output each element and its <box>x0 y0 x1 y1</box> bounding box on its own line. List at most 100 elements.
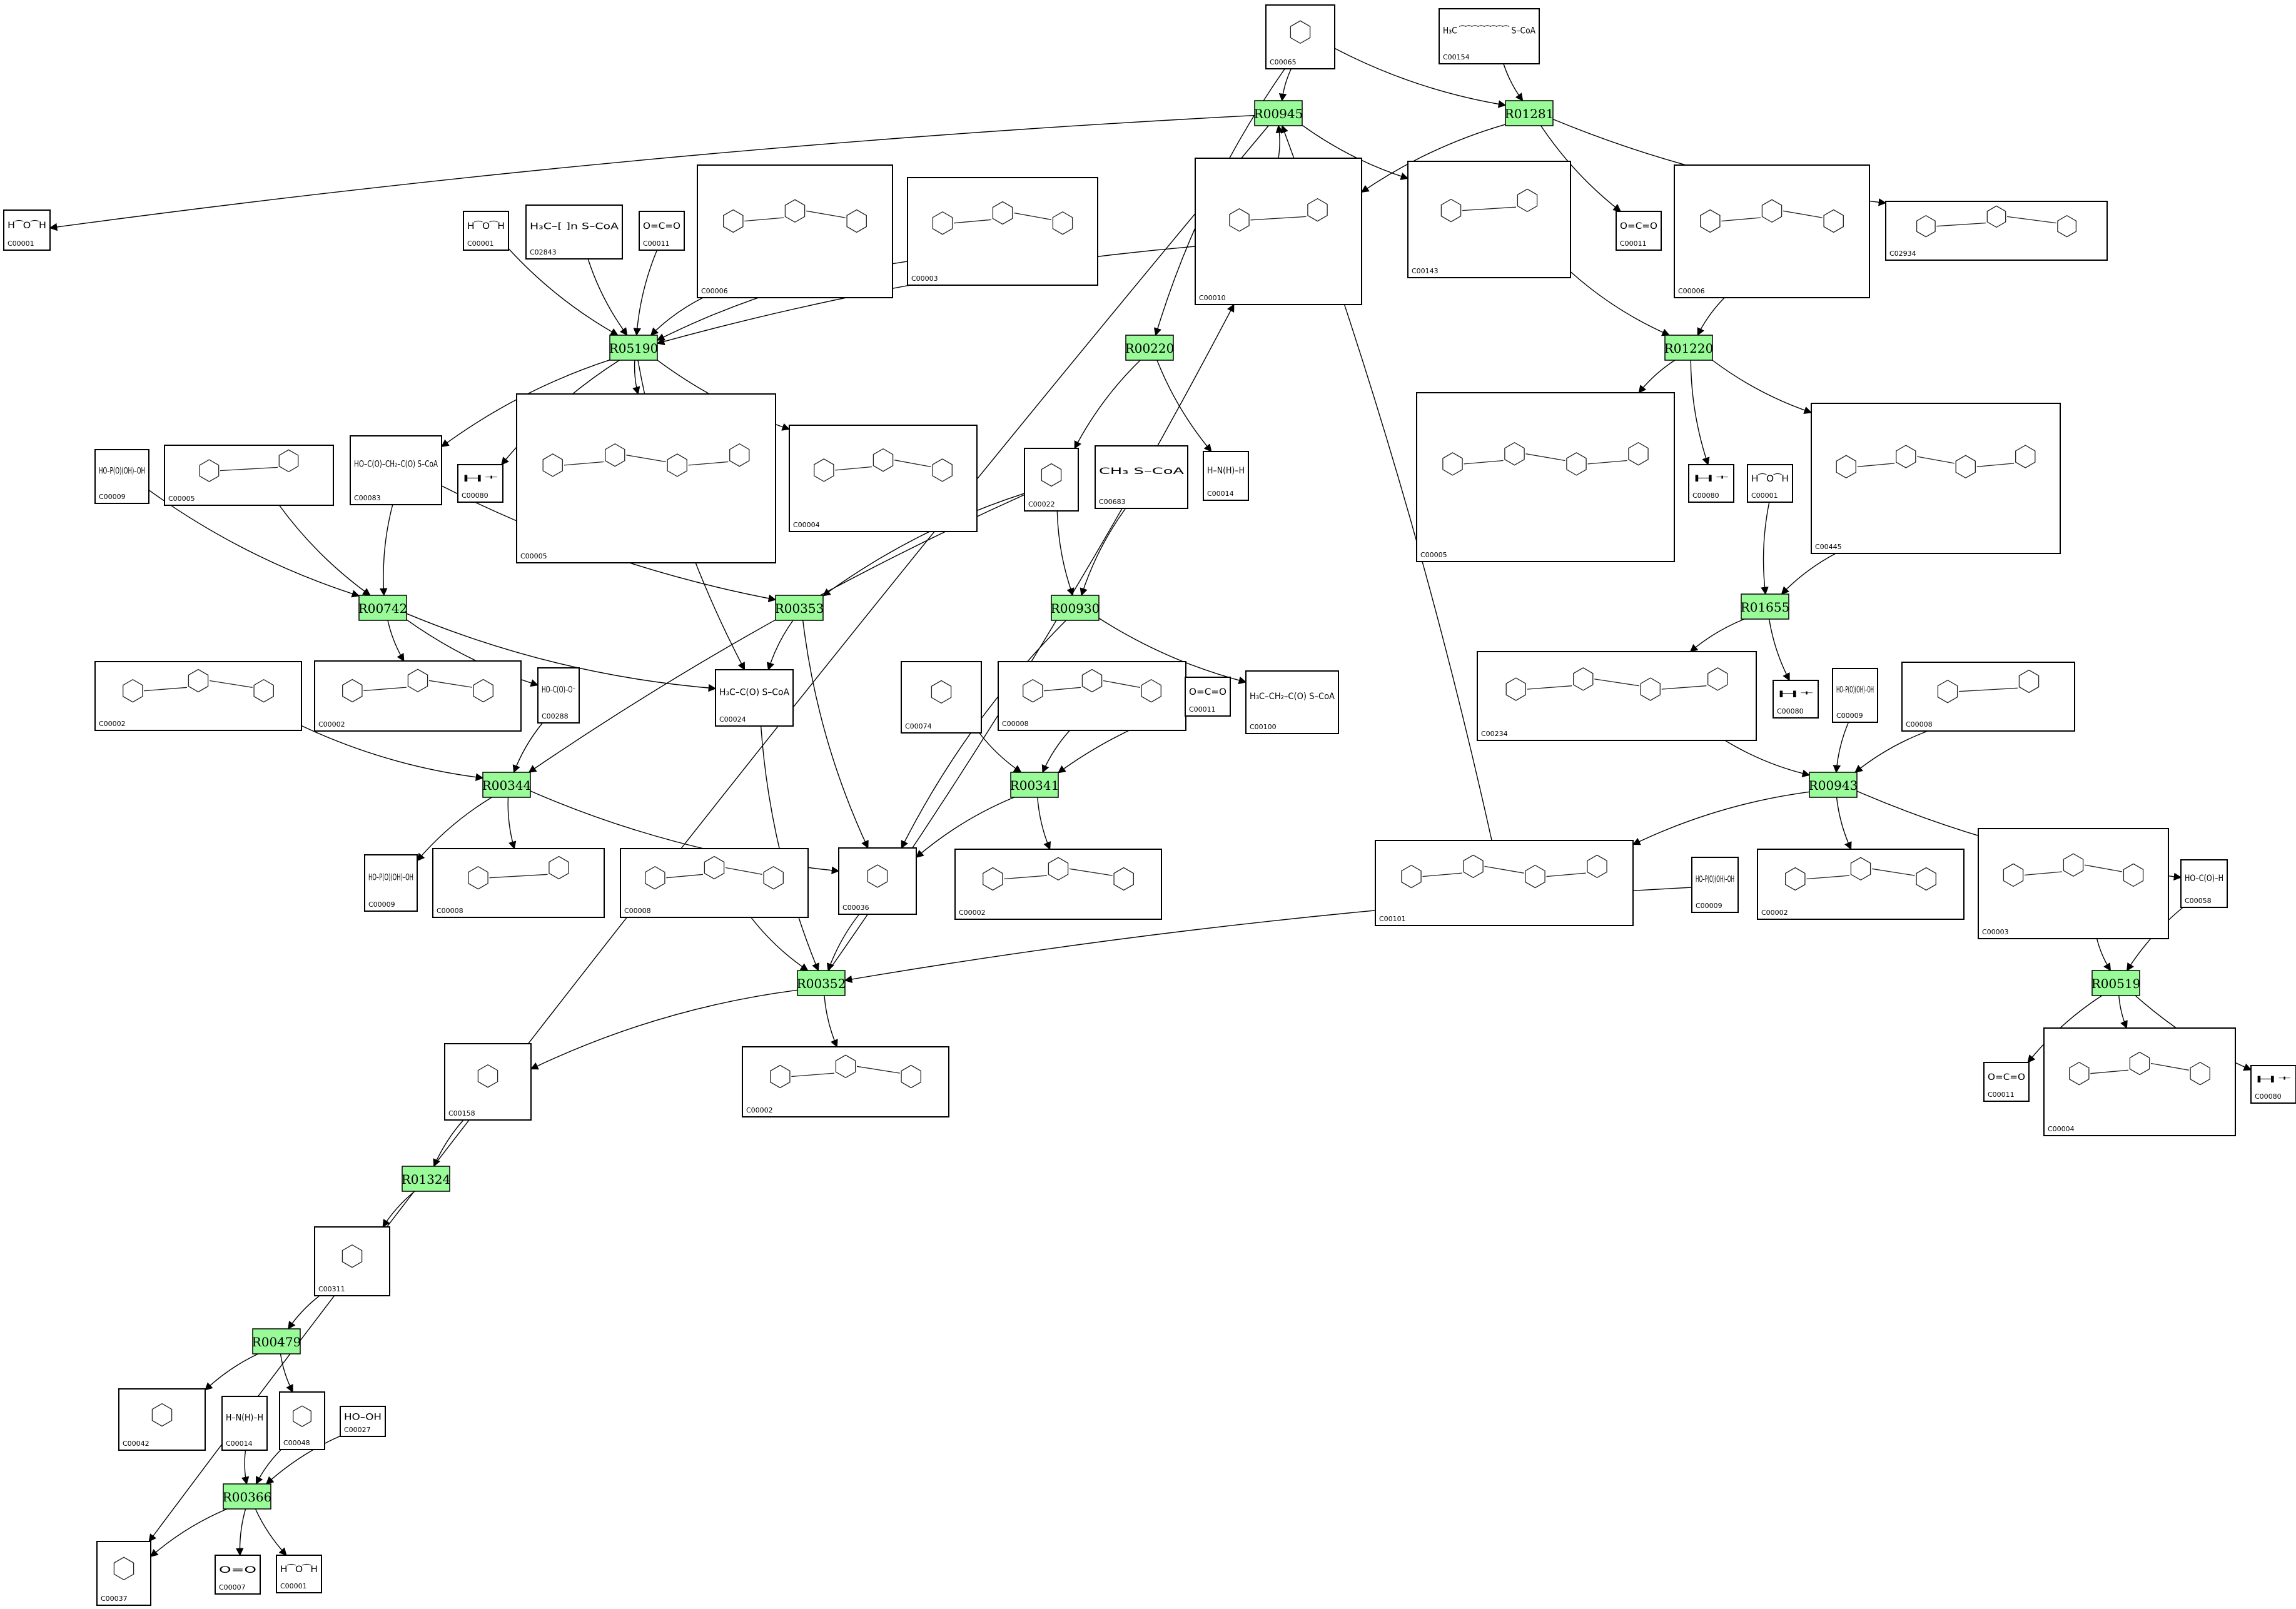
reaction-r00353[interactable]: R00353 <box>775 595 824 621</box>
compound-id: C00036 <box>842 904 869 912</box>
edge-c00011a-r05190 <box>633 250 658 336</box>
compound-c00010[interactable]: C00010 <box>1195 158 1362 305</box>
edge-c00010-r00945 <box>1275 124 1284 159</box>
compound-c00004a[interactable]: C00004 <box>789 425 978 532</box>
compound-box <box>1978 828 2169 939</box>
compound-box <box>432 848 605 918</box>
compound-c00008a[interactable]: C00008 <box>998 661 1186 731</box>
reaction-r00220[interactable]: R00220 <box>1125 335 1175 361</box>
compound-c00143[interactable]: C00143 <box>1407 161 1571 278</box>
compound-box <box>118 1388 206 1451</box>
structure-sketch <box>1440 188 1538 223</box>
reaction-r01324[interactable]: R01324 <box>402 1166 451 1192</box>
compound-id: C00002 <box>318 720 345 729</box>
compound-c00288[interactable]: HO–C(O)–O⁻C00288 <box>537 667 580 724</box>
edge-c00158-r01324 <box>433 1119 464 1168</box>
compound-c00311[interactable]: C00311 <box>314 1226 390 1296</box>
compound-c00101[interactable]: C00101 <box>1375 840 1634 926</box>
compound-id: C00008 <box>624 907 651 915</box>
compound-c00037[interactable]: C00037 <box>96 1541 151 1606</box>
reaction-r00344[interactable]: R00344 <box>482 772 532 798</box>
compound-c00080c[interactable]: H⁺C00080 <box>1773 680 1819 719</box>
reaction-r00479[interactable]: R00479 <box>252 1328 301 1354</box>
edge-r00479-c00042 <box>205 1353 258 1391</box>
compound-c00008c[interactable]: C00008 <box>432 848 605 918</box>
reaction-r00352[interactable]: R00352 <box>797 970 846 996</box>
compound-c00080b[interactable]: H⁺C00080 <box>1688 464 1734 503</box>
compound-formula: HO–P(O)(OH)–OH <box>99 467 145 477</box>
compound-c00006b[interactable]: C00006 <box>1674 164 1870 298</box>
edge-r00344-c00008c <box>507 797 517 850</box>
reaction-r00366[interactable]: R00366 <box>223 1483 272 1510</box>
compound-c00005a[interactable]: C00005 <box>164 445 334 506</box>
compound-c00002c[interactable]: C00002 <box>954 849 1162 920</box>
compound-c00080d[interactable]: H⁺C00080 <box>2250 1065 2296 1104</box>
compound-c00008b[interactable]: C00008 <box>1901 662 2075 732</box>
compound-c00002a[interactable]: C00002 <box>94 661 302 731</box>
compound-id: C00010 <box>1199 294 1226 302</box>
edge-r00352-c00002e <box>824 995 838 1048</box>
compound-id: C00014 <box>1207 490 1234 498</box>
structure-sketch <box>477 1064 498 1088</box>
reaction-r05190[interactable]: R05190 <box>609 335 659 361</box>
reaction-r00341[interactable]: R00341 <box>1010 772 1059 798</box>
compound-c00003b[interactable]: C00003 <box>1978 828 2169 939</box>
compound-box <box>1024 448 1079 512</box>
compound-c00065[interactable]: C00065 <box>1265 4 1335 69</box>
reaction-r00519[interactable]: R00519 <box>2091 970 2141 996</box>
reaction-r00943[interactable]: R00943 <box>1809 772 1858 798</box>
compound-formula: O=O <box>219 1565 256 1575</box>
compound-c02934[interactable]: C02934 <box>1885 201 2108 261</box>
compound-c00003a[interactable]: C00003 <box>907 177 1098 286</box>
compound-c00445[interactable]: C00445 <box>1811 403 2061 554</box>
compound-c00080a[interactable]: H⁺C00080 <box>457 464 503 503</box>
compound-c00036[interactable]: C00036 <box>838 847 917 915</box>
compound-c00002d[interactable]: C00002 <box>1757 849 1965 920</box>
compound-c00022[interactable]: C00022 <box>1024 448 1079 512</box>
compound-c00005c[interactable]: C00005 <box>1416 392 1675 562</box>
compound-c00002e[interactable]: C00002 <box>742 1046 949 1117</box>
compound-c00004b[interactable]: C00004 <box>2043 1027 2236 1136</box>
reaction-r00930[interactable]: R00930 <box>1051 595 1100 621</box>
compound-c00234[interactable]: C00234 <box>1477 651 1757 741</box>
reaction-r00945[interactable]: R00945 <box>1254 100 1303 126</box>
compound-c00008d[interactable]: C00008 <box>620 848 809 918</box>
compound-box <box>1901 662 2075 732</box>
reaction-r01281[interactable]: R01281 <box>1505 100 1554 126</box>
compound-c00048[interactable]: C00048 <box>279 1391 325 1450</box>
compound-c00042[interactable]: C00042 <box>118 1388 206 1451</box>
compound-c00006a[interactable]: C00006 <box>697 164 893 298</box>
compound-c00074[interactable]: C00074 <box>901 661 982 734</box>
structure-sketch <box>113 1556 134 1581</box>
reaction-r00742[interactable]: R00742 <box>358 595 408 621</box>
compound-c00005b[interactable]: C00005 <box>516 393 776 563</box>
compound-c00002b[interactable]: C00002 <box>314 660 522 732</box>
compound-c00158[interactable]: C00158 <box>444 1043 532 1121</box>
reaction-r01655[interactable]: R01655 <box>1741 593 1790 620</box>
reaction-r01220[interactable]: R01220 <box>1664 335 1714 361</box>
reaction-label: R01655 <box>1741 600 1790 615</box>
